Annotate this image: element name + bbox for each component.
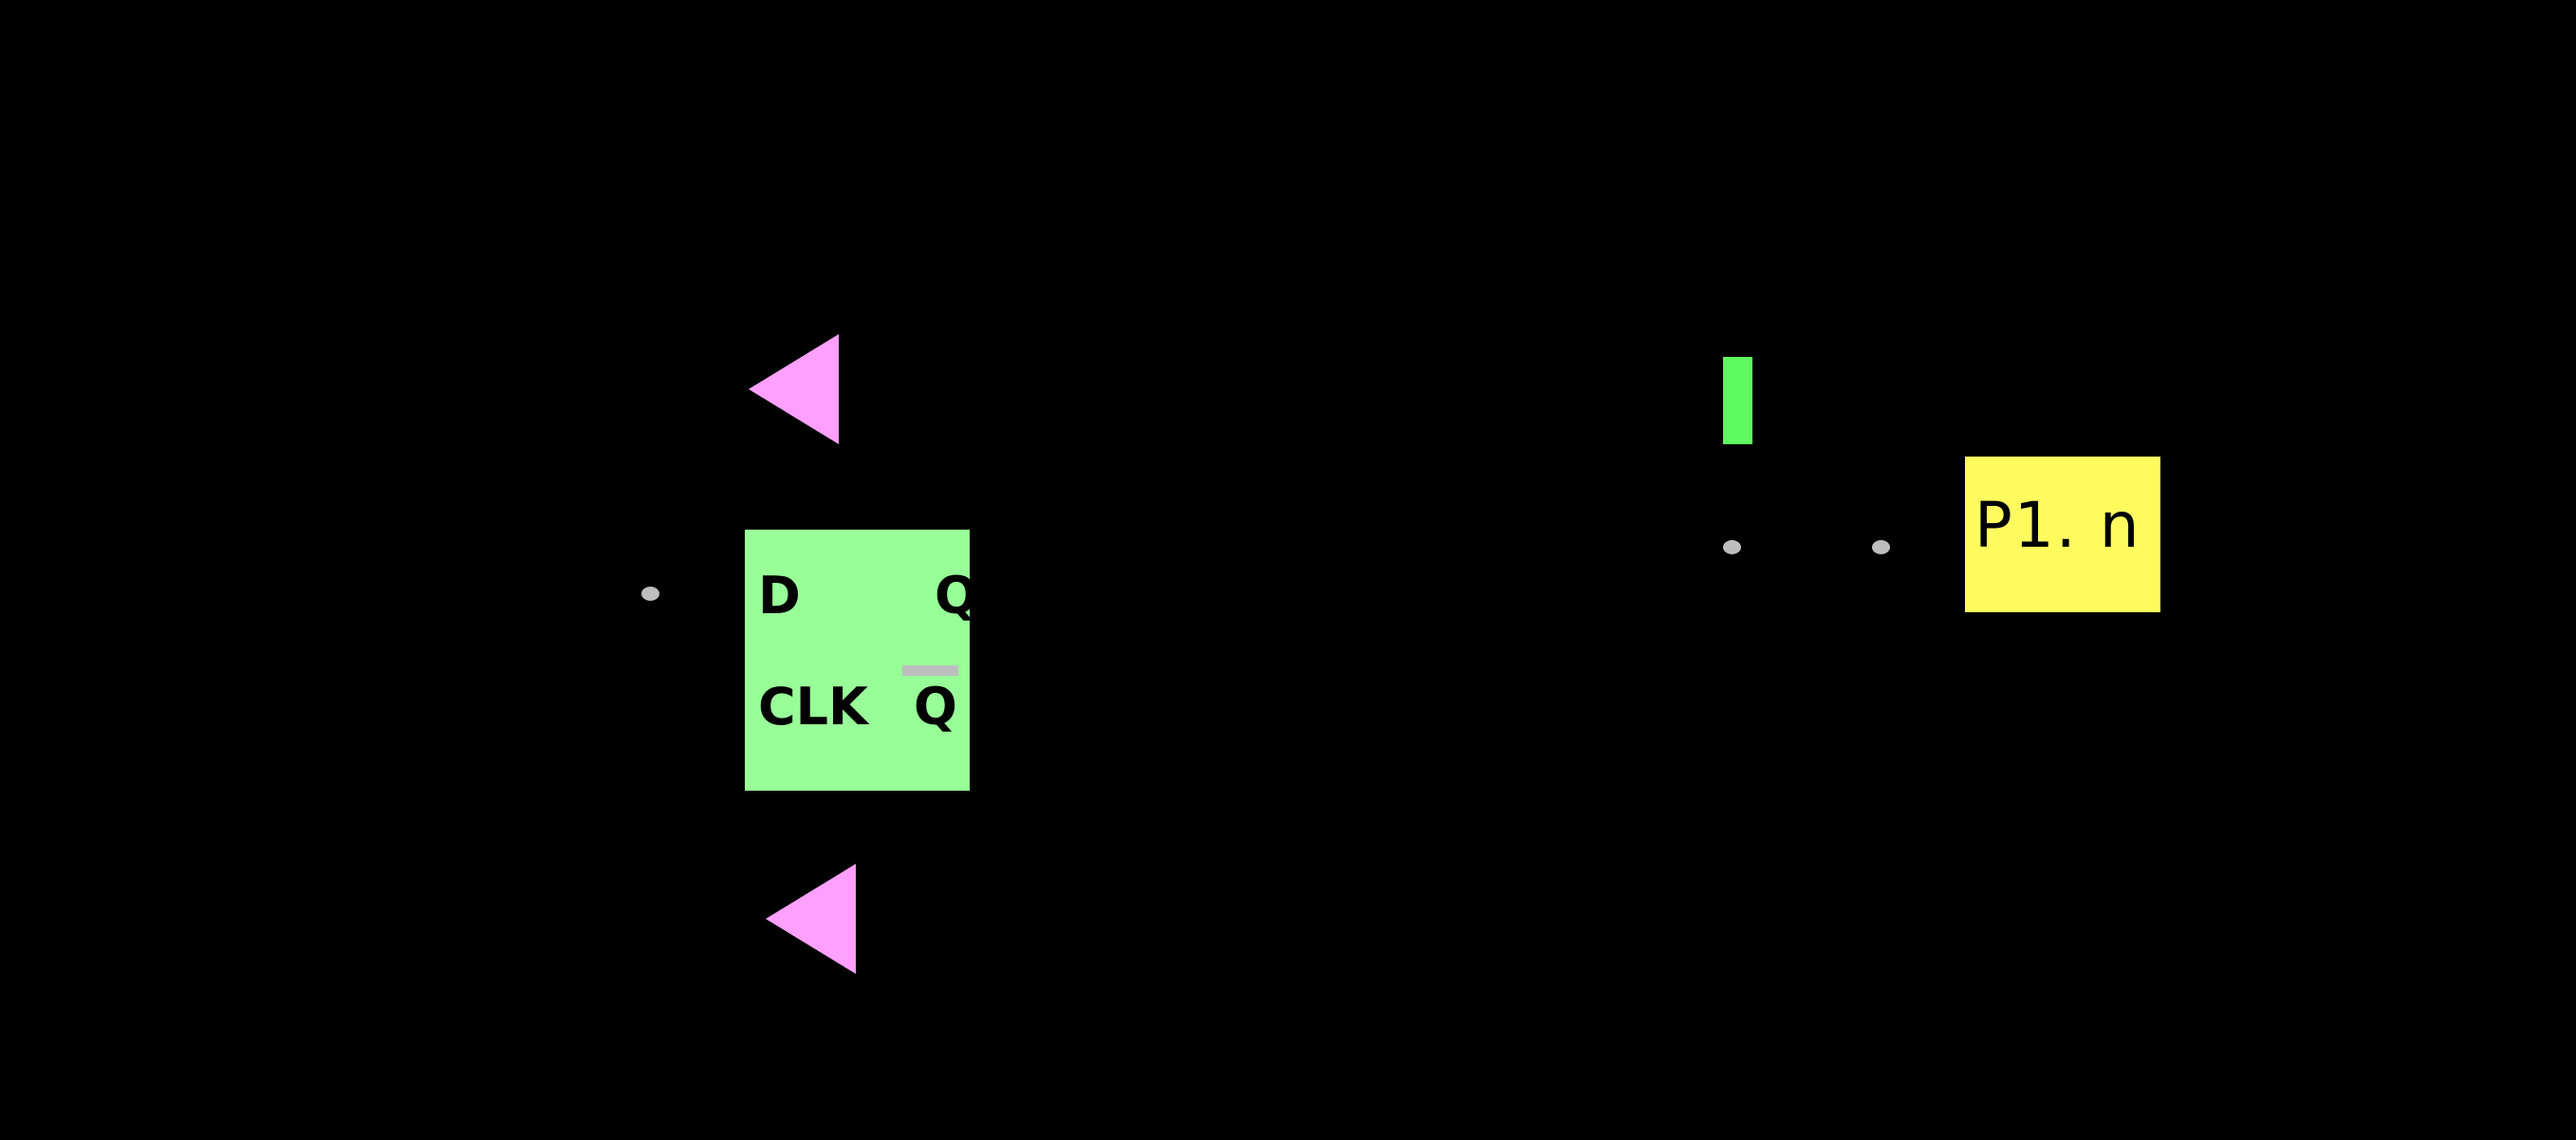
pin-dot-d-input[interactable] — [641, 587, 659, 601]
net-segment-bar[interactable] — [1723, 357, 1752, 444]
port-triangle-bottom-icon[interactable] — [766, 864, 856, 974]
ff-pin-label-d: D — [758, 566, 801, 626]
pin-dot-net-a[interactable] — [1723, 540, 1741, 554]
net-label-p1[interactable]: P1. n — [1965, 457, 2160, 612]
ff-pin-label-q: Q — [935, 566, 970, 626]
d-flip-flop-block[interactable]: D Q CLK Q — [745, 530, 970, 791]
pin-dot-net-b[interactable] — [1872, 540, 1890, 554]
ff-pin-label-clk: CLK — [758, 677, 868, 737]
q-bar-overline — [902, 665, 958, 676]
ff-pin-label-q-bar: Q — [914, 677, 957, 737]
net-label-text: P1. n — [1974, 489, 2141, 562]
port-triangle-top-icon[interactable] — [749, 334, 839, 444]
